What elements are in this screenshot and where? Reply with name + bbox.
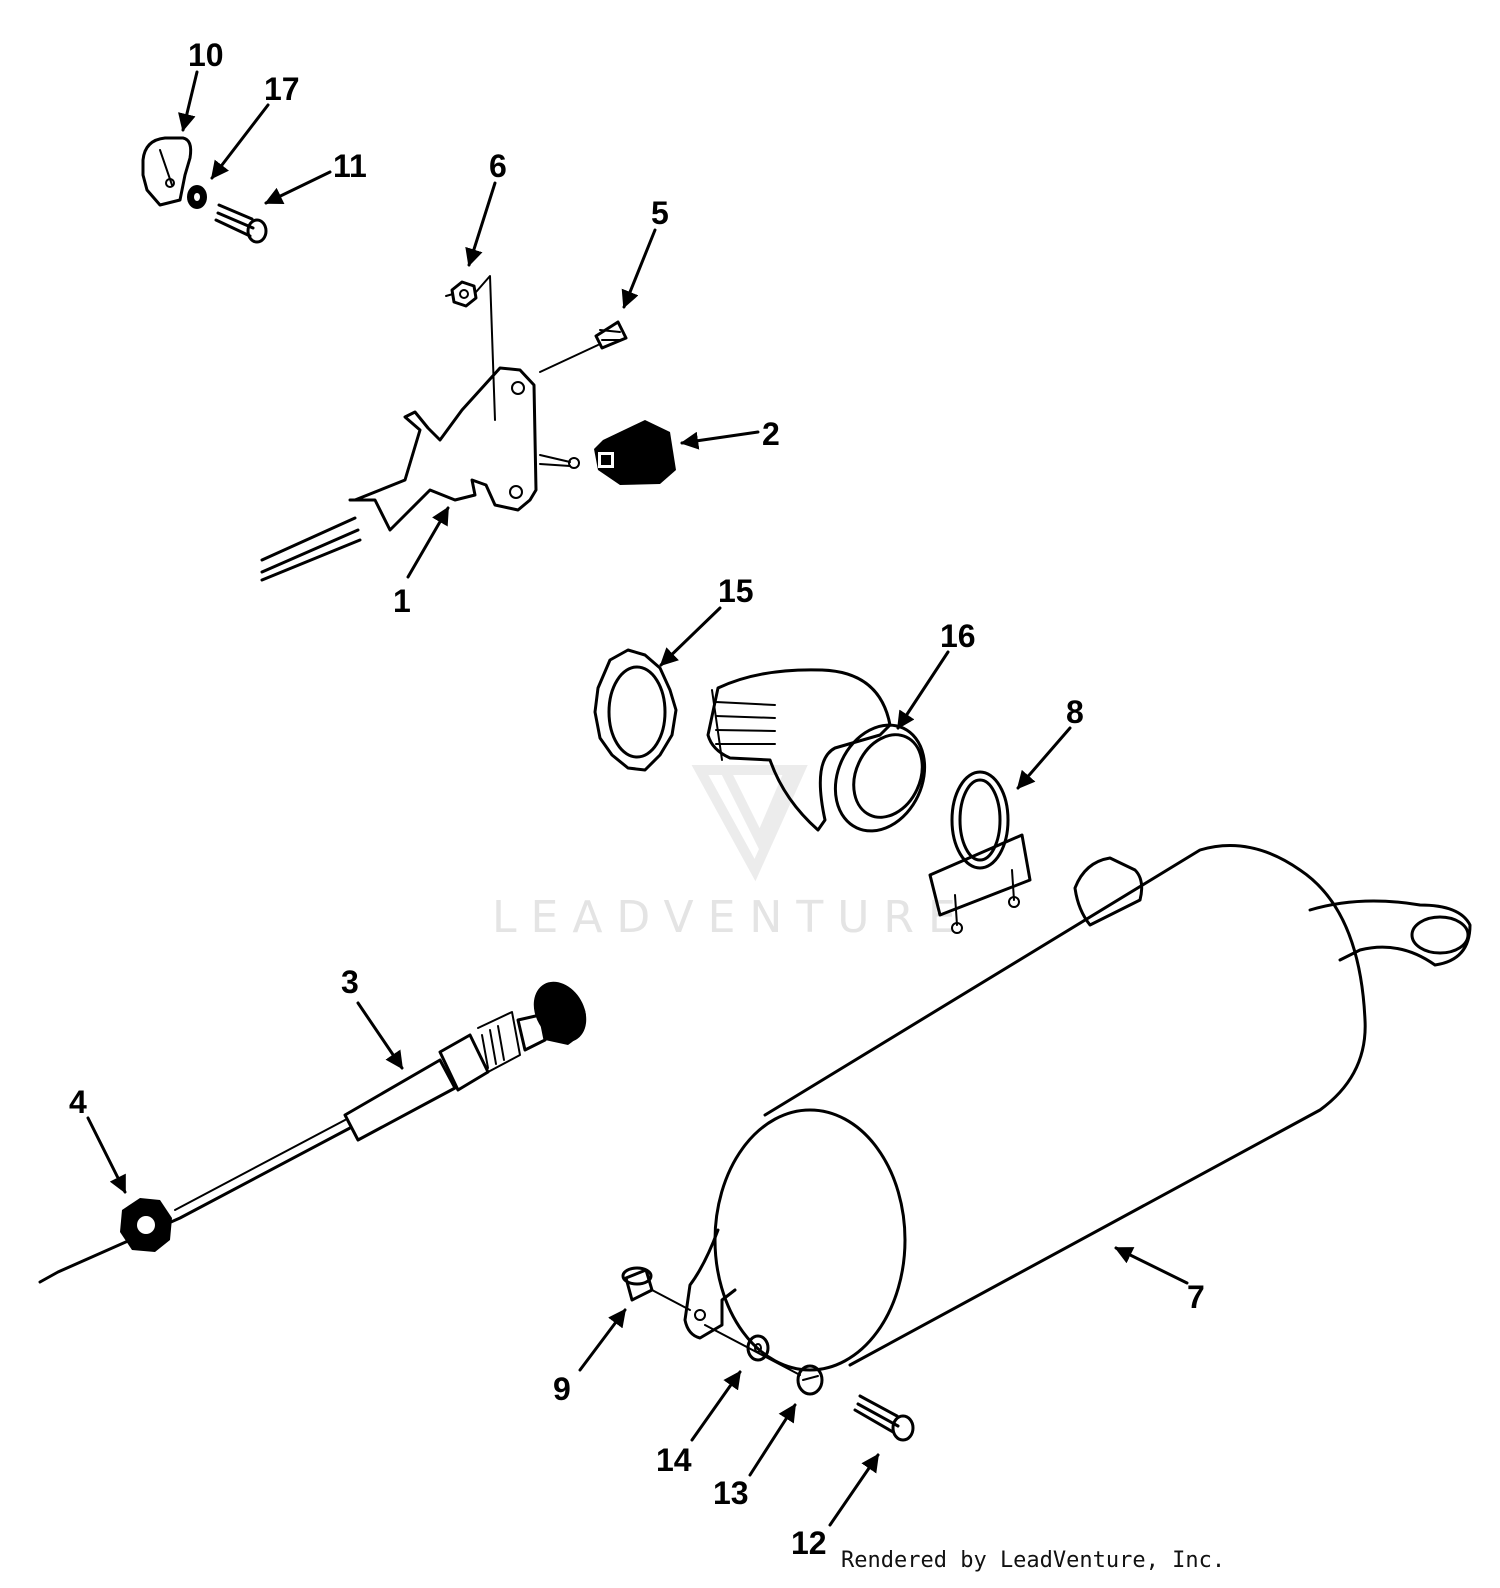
callout-15: 15 bbox=[718, 573, 754, 609]
watermark-text: LEADVENTURE bbox=[492, 892, 970, 943]
part-15-ring-nut bbox=[593, 648, 678, 772]
watermark: LEADVENTURE bbox=[492, 765, 970, 943]
part-14-washer bbox=[704, 1324, 801, 1376]
callout-9: 9 bbox=[553, 1371, 571, 1407]
callout-17: 17 bbox=[264, 71, 300, 107]
part-5-screw bbox=[539, 320, 628, 373]
rendered-by-credit: Rendered by LeadVenture, Inc. bbox=[841, 1548, 1226, 1573]
part-9-spacer bbox=[621, 1266, 691, 1311]
part-1-bracket bbox=[260, 366, 580, 582]
part-7-muffler bbox=[683, 844, 1472, 1372]
part-4-nut bbox=[120, 1198, 172, 1252]
callout-12: 12 bbox=[791, 1525, 827, 1561]
callout-16: 16 bbox=[940, 618, 976, 654]
callout-1: 1 bbox=[393, 583, 411, 619]
watermark-logo-icon bbox=[691, 765, 808, 882]
part-10-clip bbox=[141, 136, 193, 207]
callout-10: 10 bbox=[188, 37, 224, 73]
part-3-cable bbox=[38, 981, 587, 1284]
part-6-nut bbox=[445, 275, 496, 421]
callout-3: 3 bbox=[341, 964, 359, 1000]
callout-6: 6 bbox=[489, 148, 507, 184]
callout-5: 5 bbox=[651, 195, 669, 231]
part-16-elbow-pipe bbox=[706, 668, 927, 833]
part-17-washer bbox=[187, 185, 207, 209]
callout-8: 8 bbox=[1066, 694, 1084, 730]
part-13-lock-washer bbox=[796, 1364, 824, 1396]
callout-11: 11 bbox=[333, 148, 367, 184]
callout-labels: 10 17 11 6 5 2 1 15 16 8 3 4 7 9 14 13 1… bbox=[69, 37, 1205, 1561]
callout-14: 14 bbox=[656, 1442, 692, 1478]
callout-7: 7 bbox=[1187, 1279, 1205, 1315]
part-12-screw bbox=[853, 1394, 915, 1442]
part-2-knob bbox=[594, 420, 676, 485]
callout-2: 2 bbox=[762, 416, 780, 452]
part-11-screw bbox=[214, 203, 268, 244]
part-8-clamp bbox=[928, 770, 1032, 934]
callout-4: 4 bbox=[69, 1084, 87, 1120]
leader-lines bbox=[86, 70, 1189, 1527]
callout-13: 13 bbox=[713, 1475, 749, 1511]
